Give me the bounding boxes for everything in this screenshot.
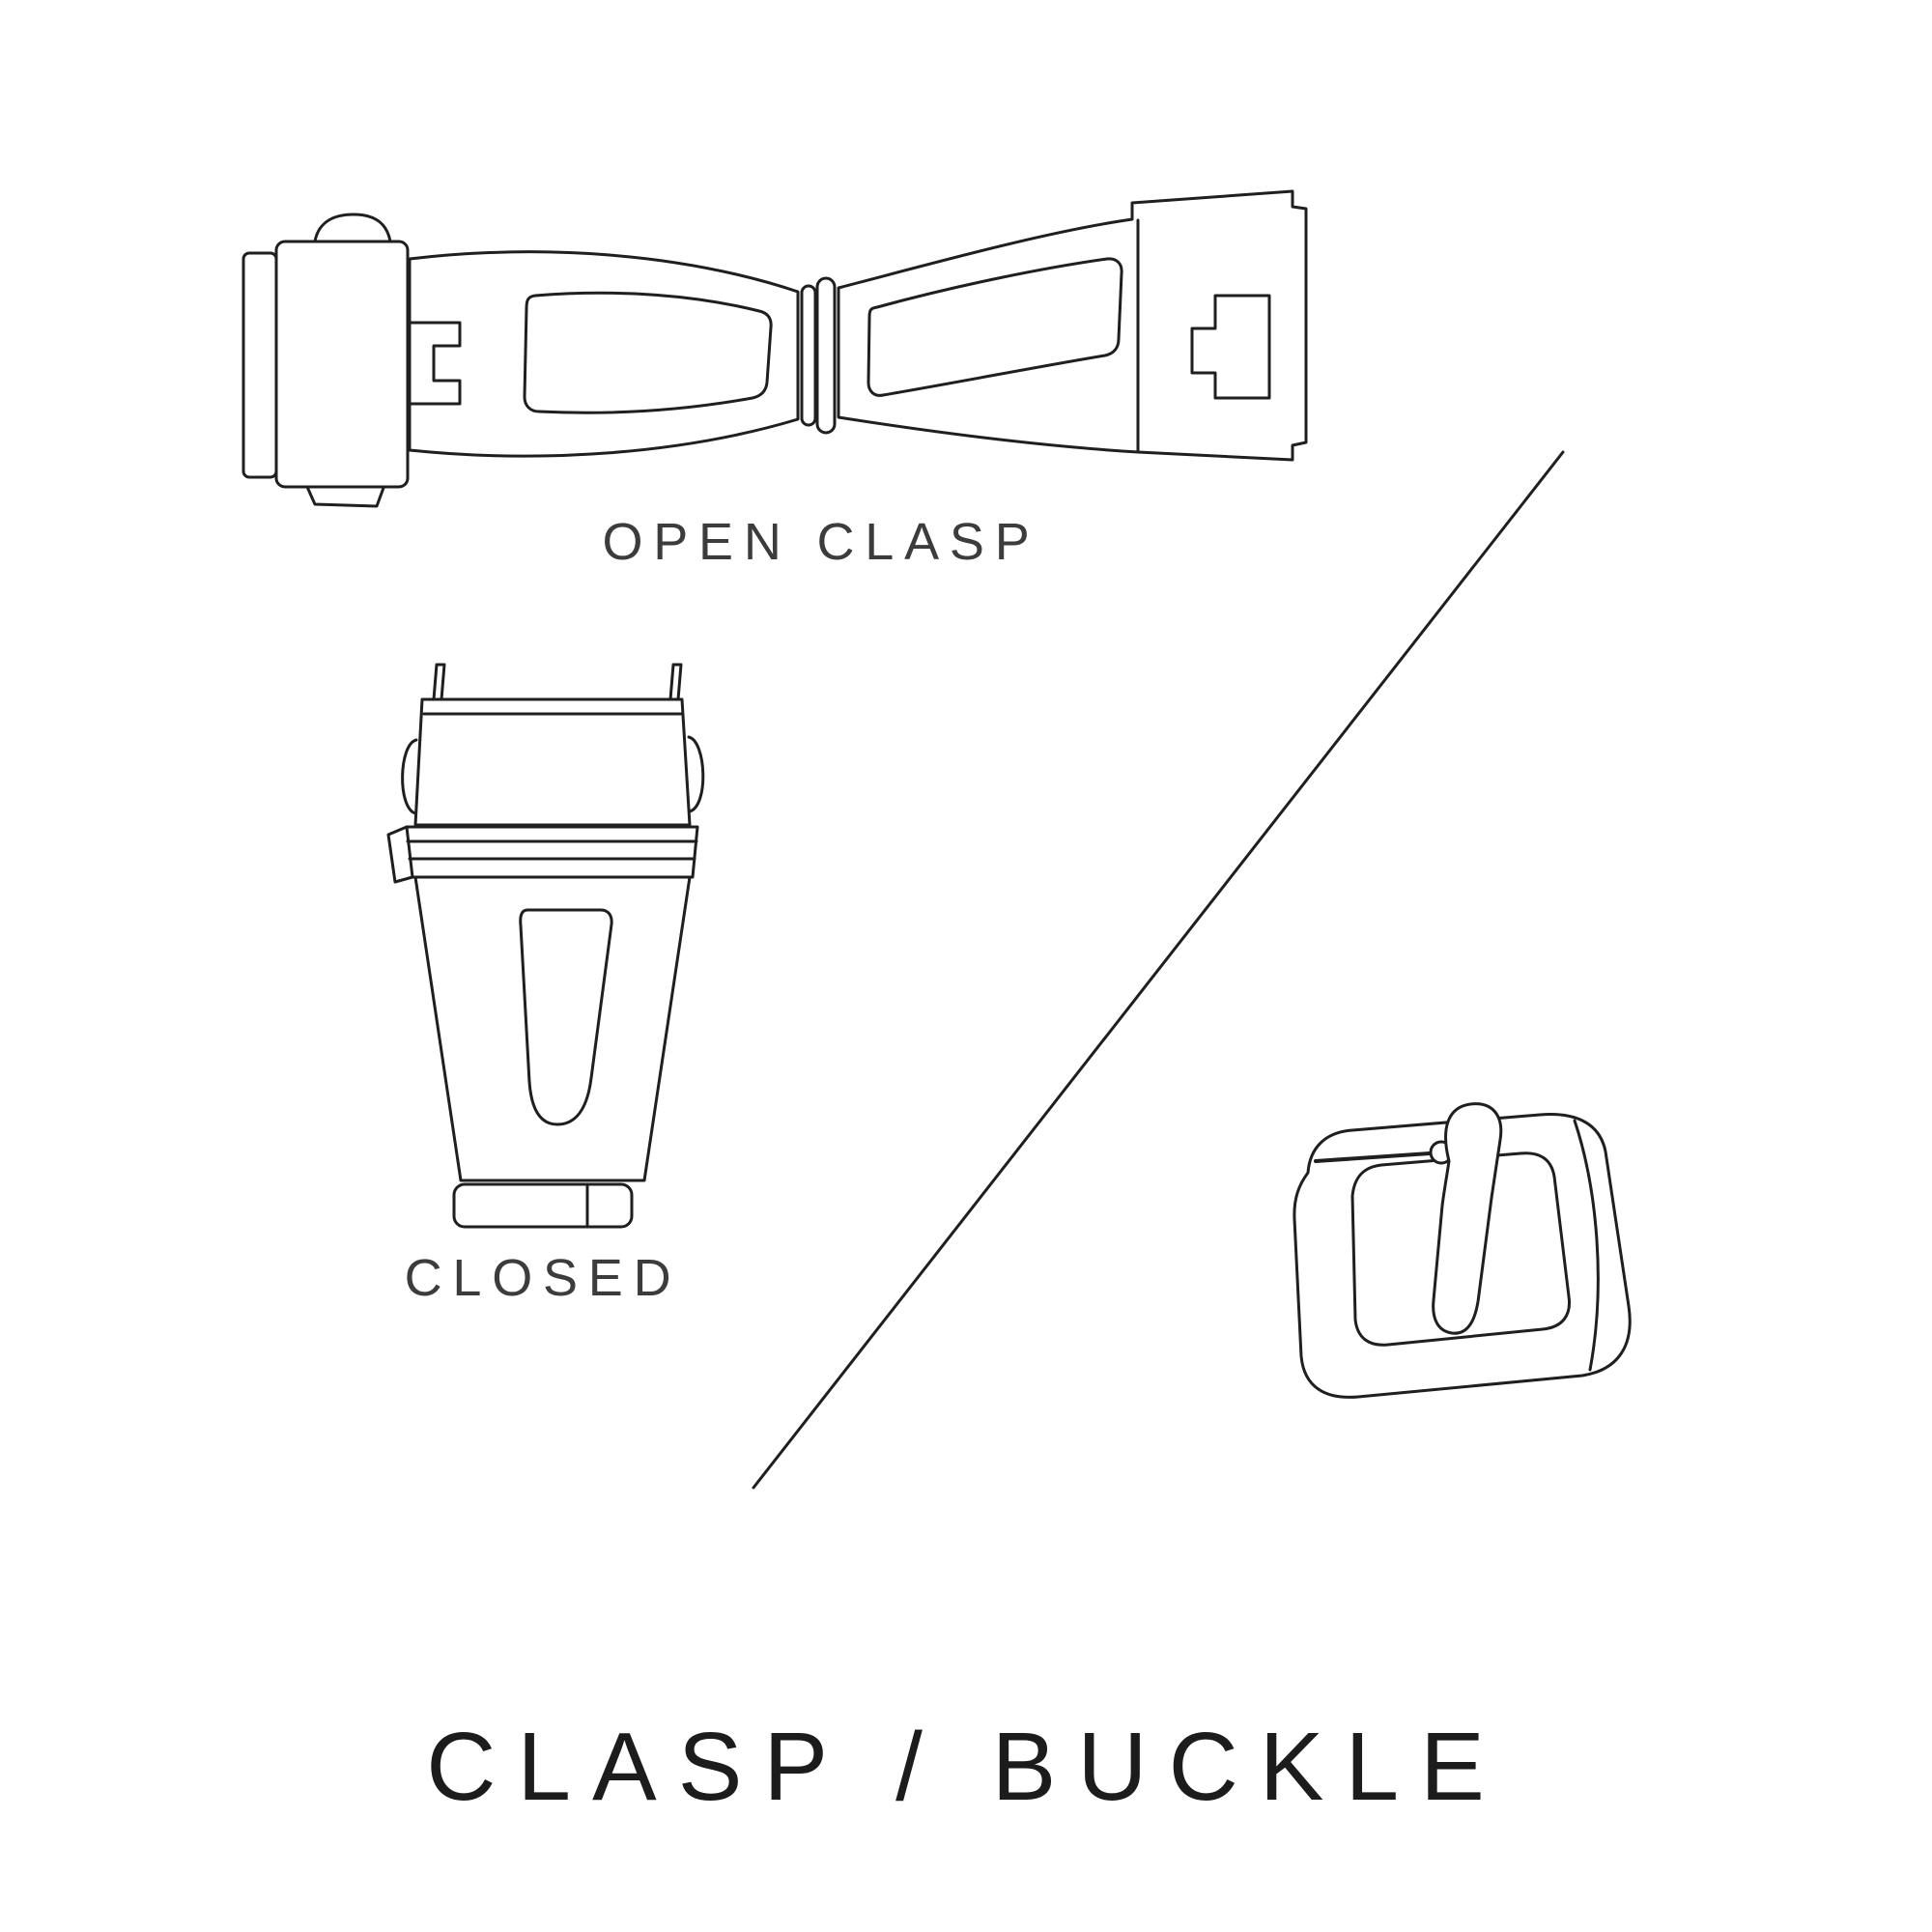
closed-prong-left [432,663,446,701]
clasp-left-arm [408,250,800,458]
buckle-frame [1293,1113,1632,1399]
buckle-inner-opening [1350,1151,1572,1347]
clasp-left-edge [242,251,278,479]
clasp-left-cover [274,240,410,489]
clasp-left-window [523,291,773,414]
clasp-right-arm [837,189,1308,462]
closed-side-flange [386,825,414,884]
closed-clasp-illustration [386,663,705,1229]
closed-bottom-bar [452,1182,634,1229]
closed-ear-right [687,735,705,813]
clasp-hinge-bar-large [815,276,837,435]
buckle-right-thickness [1573,1119,1600,1372]
open-clasp-illustration [242,189,1308,508]
closed-top-block [413,697,692,827]
diagram-title: CLASP / BUCKLE [426,1713,1506,1821]
buckle-tongue [1432,1102,1503,1335]
clasp-bottom-bump [305,485,385,508]
buckle-pin [1314,1151,1432,1163]
open-clasp-label: OPEN CLASP [602,513,1040,571]
clasp-right-hook [1190,294,1271,400]
clasp-top-bump [313,213,392,243]
closed-body [413,875,692,1182]
clasp-hinge-bar-small [800,284,817,427]
closed-hinge-band [405,825,699,879]
clasp-right-window [867,257,1123,397]
diagonal-divider [752,450,1565,1490]
closed-ear-left [401,738,418,815]
buckle-illustration [1293,1102,1632,1399]
clasp-latch-tab [406,321,462,406]
closed-prong-right [668,663,683,701]
closed-clasp-label: CLOSED [404,1249,682,1307]
closed-body-slot [519,908,613,1126]
